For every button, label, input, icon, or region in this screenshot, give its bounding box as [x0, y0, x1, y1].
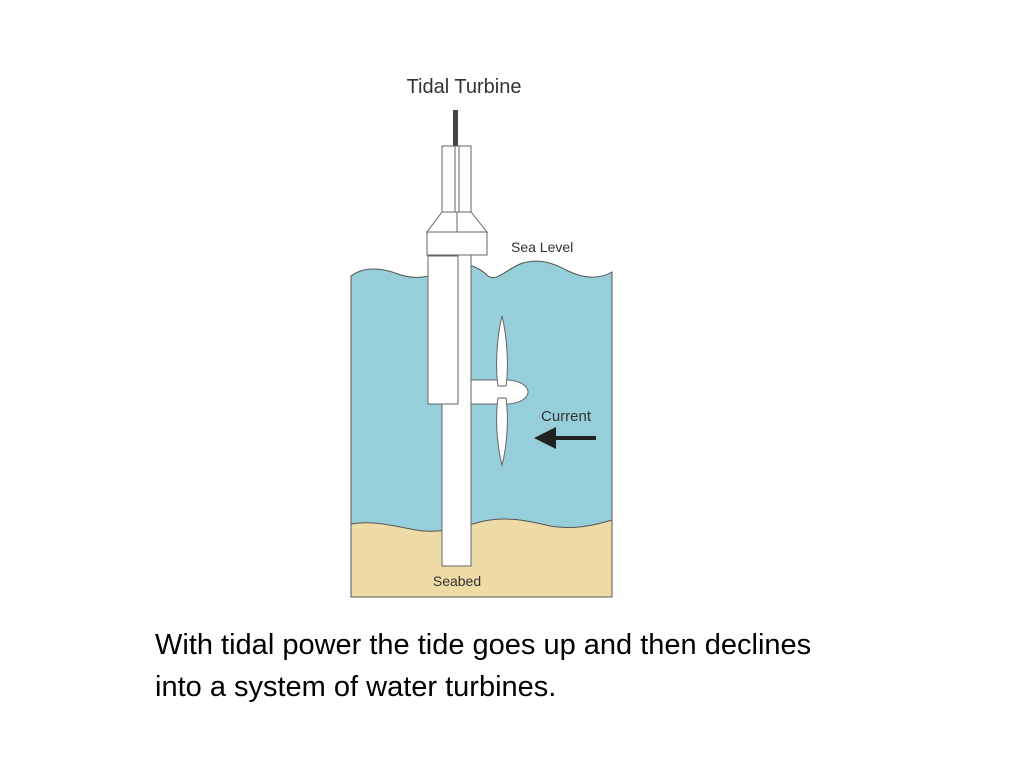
tidal-turbine-diagram: Tidal Turbine Sea Level Current Seabed — [350, 76, 613, 598]
current-label: Current — [541, 408, 592, 425]
caption-line-2: into a system of water turbines. — [155, 671, 557, 703]
caption-line-1: With tidal power the tide goes up and th… — [155, 629, 812, 661]
seabed-label: Seabed — [433, 573, 481, 589]
current-arrow-head — [534, 427, 556, 449]
seabed-area — [350, 518, 613, 598]
upper-column — [441, 145, 472, 213]
control-rod — [453, 110, 458, 150]
turbine-hub — [470, 379, 529, 405]
turbine-blade-upper — [496, 315, 508, 387]
sea-level-label: Sea Level — [511, 239, 573, 255]
diagram-title: Tidal Turbine — [407, 76, 522, 98]
turbine-blade-lower — [496, 397, 508, 467]
turbine-platform — [426, 231, 488, 256]
caption: With tidal power the tide goes up and th… — [155, 624, 955, 708]
turbine-collar — [427, 255, 459, 405]
